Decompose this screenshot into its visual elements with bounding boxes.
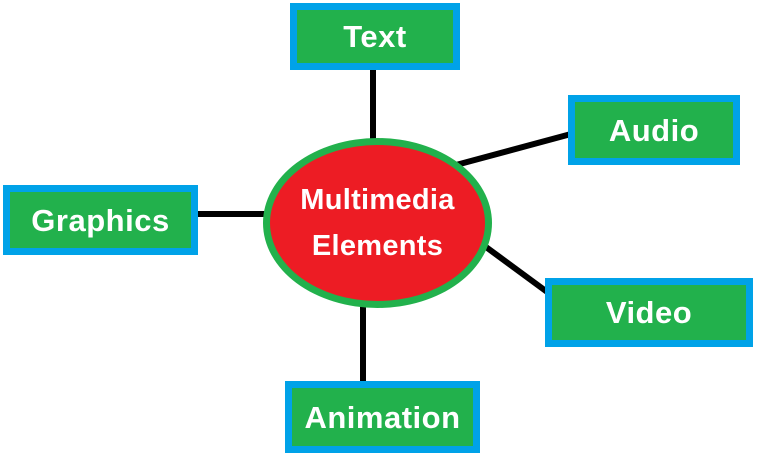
node-graphics-label: Graphics <box>31 202 170 238</box>
node-animation-label: Animation <box>304 399 461 435</box>
node-video: Video <box>545 278 753 347</box>
node-text: Text <box>290 3 460 70</box>
center-node-multimedia-elements: Multimedia Elements <box>263 138 492 308</box>
node-text-label: Text <box>343 19 407 54</box>
connector-center-audio <box>455 131 572 168</box>
connector-center-video <box>484 244 556 300</box>
node-graphics: Graphics <box>3 185 198 255</box>
center-node-label: Multimedia Elements <box>300 184 455 262</box>
node-animation: Animation <box>285 381 480 453</box>
node-audio-label: Audio <box>608 112 700 148</box>
node-video-label: Video <box>605 295 693 330</box>
node-audio: Audio <box>568 95 740 165</box>
